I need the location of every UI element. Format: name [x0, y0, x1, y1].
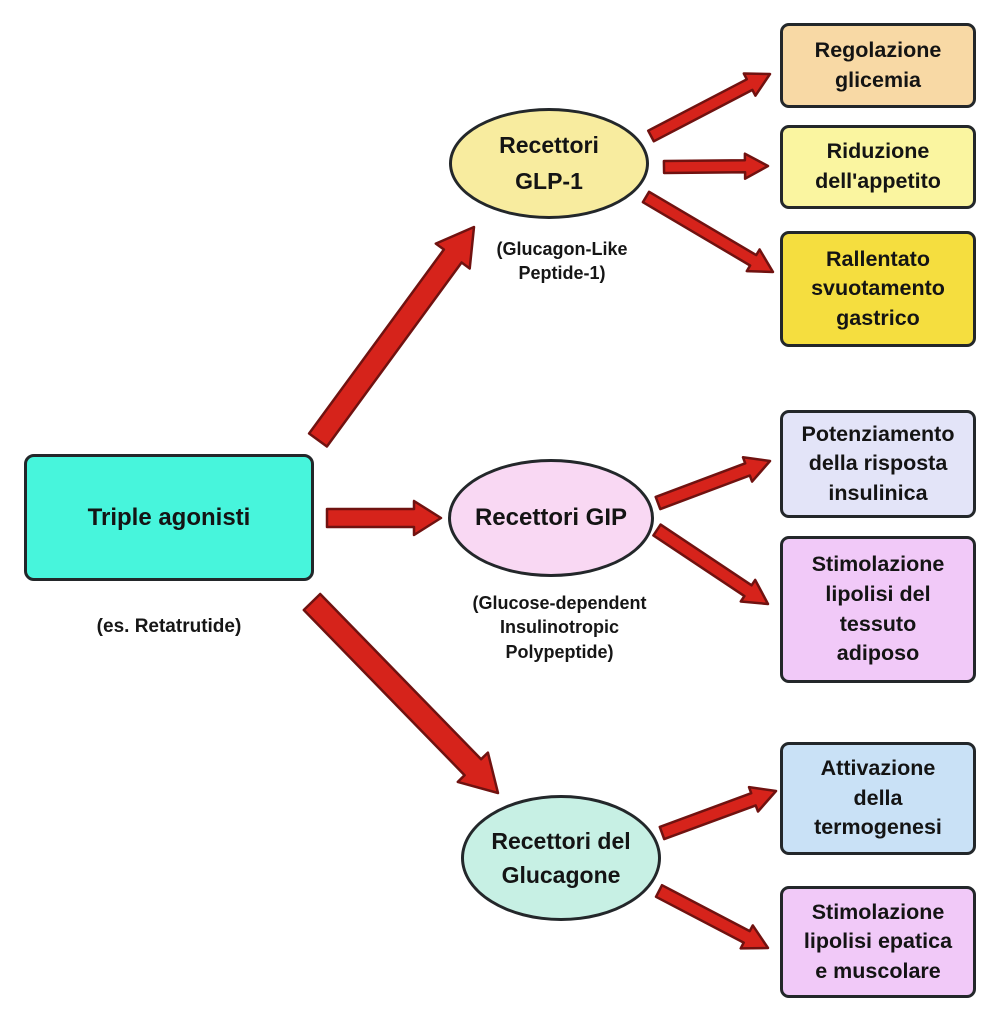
- effect-box-stimolazione-lipolisi-tessuto-adiposo: Stimolazione lipolisi del tessuto adipos…: [780, 536, 976, 683]
- effect-box-regolazione-glicemia: Regolazione glicemia: [780, 23, 976, 108]
- node-recettori-glucagone: Recettori del Glucagone: [461, 795, 661, 921]
- effect-box-attivazione-termogenesi: Attivazione della termogenesi: [780, 742, 976, 855]
- node-triple-agonisti: Triple agonisti: [24, 454, 314, 581]
- caption-triple-agonisti: (es. Retatrutide): [96, 616, 242, 637]
- effect-box-stimolazione-lipolisi-epatica-muscolare: Stimolazione lipolisi epatica e muscolar…: [780, 886, 976, 998]
- effect-box-rallentato-svuotamento-gastrico: Rallentato svuotamento gastrico: [780, 231, 976, 347]
- arrow-glp1-to-effect-3: [641, 190, 775, 274]
- arrow-gip-to-effect-1: [654, 456, 772, 511]
- arrow-glp1-to-effect-2: [662, 152, 770, 180]
- caption-recettori-gip: (Glucose-dependent Insulinotropic Polype…: [472, 593, 647, 662]
- effect-box-riduzione-appetito: Riduzione dell'appetito: [780, 125, 976, 209]
- effect-box-potenziamento-risposta-insulinica: Potenziamento della risposta insulinica: [780, 410, 976, 518]
- arrow-glucagone-to-effect-1: [658, 785, 778, 841]
- caption-recettori-glp1: (Glucagon-Like Peptide-1): [496, 239, 628, 284]
- node-recettori-glp1: Recettori GLP-1: [449, 108, 649, 219]
- arrow-gip-to-effect-2: [652, 523, 770, 606]
- arrow-glp1-to-effect-1: [646, 72, 772, 143]
- arrow-root-to-glucagone: [302, 592, 500, 795]
- arrow-root-to-glp1: [307, 225, 476, 448]
- node-recettori-gip: Recettori GIP: [448, 459, 654, 577]
- arrow-glucagone-to-effect-2: [654, 883, 770, 950]
- arrow-root-to-gip: [325, 499, 443, 537]
